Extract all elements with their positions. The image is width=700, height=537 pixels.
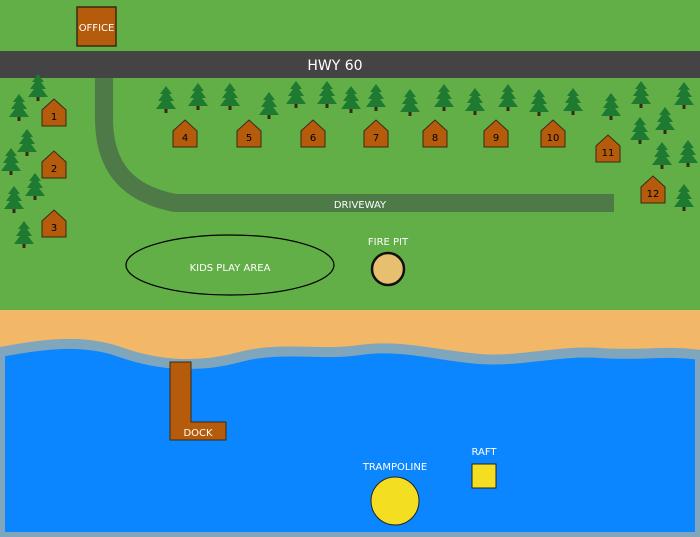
tree-icon xyxy=(601,93,621,120)
cabin-number: 7 xyxy=(373,133,379,144)
cabin-10: 10 xyxy=(540,119,566,148)
tree-icon xyxy=(674,184,694,211)
tree-icon xyxy=(655,107,675,134)
driveway-label: DRIVEWAY xyxy=(334,200,387,211)
cabin-number: 5 xyxy=(246,133,252,144)
tree-icon xyxy=(678,140,698,167)
tree-icon xyxy=(434,84,454,111)
raft-label: RAFT xyxy=(471,447,497,458)
cabin-7: 7 xyxy=(363,119,389,148)
office-building xyxy=(76,6,117,47)
office-label: OFFICE xyxy=(79,23,115,34)
tree-icon xyxy=(563,88,583,115)
cabin-number: 10 xyxy=(547,133,560,144)
cabin-number: 12 xyxy=(647,189,660,200)
cabin-number: 8 xyxy=(432,133,438,144)
cabin-12: 12 xyxy=(640,175,666,204)
tree-icon xyxy=(400,89,420,116)
raft xyxy=(471,463,497,489)
tree-icon xyxy=(366,84,386,111)
fire-pit-label: FIRE PIT xyxy=(368,237,409,248)
tree-icon xyxy=(286,81,306,108)
tree-icon xyxy=(17,129,37,156)
tree-icon xyxy=(630,117,650,144)
tree-icon xyxy=(652,142,672,169)
dock-label: DOCK xyxy=(183,428,213,439)
tree-icon xyxy=(25,173,45,200)
cabin-11: 11 xyxy=(595,134,621,163)
cabin-4: 4 xyxy=(172,119,198,148)
kids-play-area-label: KIDS PLAY AREA xyxy=(190,263,271,274)
cabin-number: 3 xyxy=(51,223,57,234)
highway xyxy=(0,51,700,78)
trees xyxy=(1,74,698,248)
cabin-6: 6 xyxy=(300,119,326,148)
tree-icon xyxy=(317,81,337,108)
cabin-number: 6 xyxy=(310,133,316,144)
tree-icon xyxy=(529,89,549,116)
tree-icon xyxy=(220,83,240,110)
cabin-3: 3 xyxy=(41,209,67,238)
tree-icon xyxy=(674,82,694,109)
cabin-9: 9 xyxy=(483,119,509,148)
cabin-number: 9 xyxy=(493,133,499,144)
tree-icon xyxy=(341,86,361,113)
fire-pit xyxy=(370,251,406,287)
tree-icon xyxy=(28,74,48,101)
tree-icon xyxy=(156,86,176,113)
cabin-number: 2 xyxy=(51,164,57,175)
tree-icon xyxy=(14,221,34,248)
cabin-number: 1 xyxy=(51,112,57,123)
cabin-2: 2 xyxy=(41,150,67,179)
cabin-number: 4 xyxy=(182,133,188,144)
trampoline xyxy=(370,476,420,526)
cabin-number: 11 xyxy=(602,148,615,159)
dock xyxy=(169,361,227,441)
tree-icon xyxy=(1,148,21,175)
tree-icon xyxy=(259,92,279,119)
tree-icon xyxy=(188,83,208,110)
trampoline-label: TRAMPOLINE xyxy=(362,462,427,473)
kids-play-area xyxy=(125,234,335,296)
cabin-5: 5 xyxy=(236,119,262,148)
lake-water xyxy=(0,338,700,537)
cabin-8: 8 xyxy=(422,119,448,148)
tree-icon xyxy=(9,94,29,121)
tree-icon xyxy=(465,88,485,115)
tree-icon xyxy=(631,81,651,108)
driveway xyxy=(95,78,614,212)
cabin-1: 1 xyxy=(41,98,67,127)
tree-icon xyxy=(498,84,518,111)
highway-label: HWY 60 xyxy=(307,58,362,74)
tree-icon xyxy=(4,186,24,213)
